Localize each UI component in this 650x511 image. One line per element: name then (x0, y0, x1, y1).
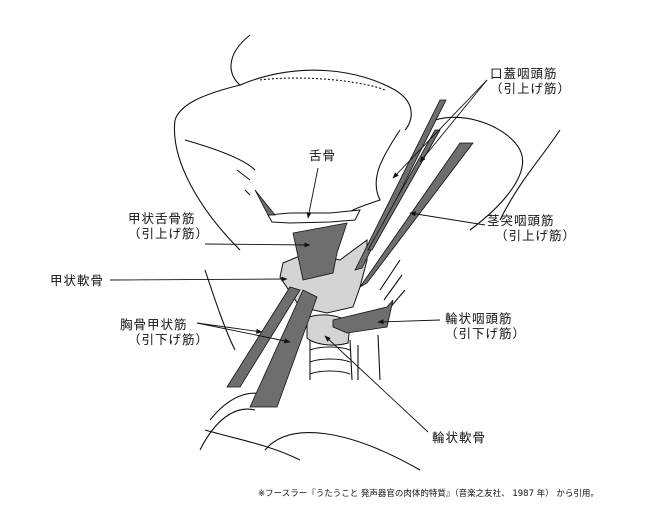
sternothyroid-muscle-2 (249, 289, 318, 408)
label-name: 口蓋咽頭筋 (490, 66, 558, 81)
muscle-slip (254, 189, 276, 216)
label-role: （引上げ筋） (495, 228, 577, 243)
label-thyroid-cartilage: 甲状軟骨 (50, 273, 105, 288)
leader-lines (109, 79, 488, 433)
label-hyoid: 舌骨 (309, 148, 337, 163)
label-name: 胸骨甲状筋 (120, 317, 188, 332)
label-sternothyroid: 胸骨甲状筋 （引下げ筋） (120, 317, 209, 347)
thyrohyoid-muscle (292, 222, 348, 281)
label-role: （引上げ筋） (490, 81, 572, 96)
label-cricoid-cartilage: 輪状軟骨 (432, 430, 487, 445)
stylopharyngeus-muscle (359, 142, 474, 288)
label-name: 輪状咽頭筋 (445, 311, 513, 326)
label-palatopharyngeus: 口蓋咽頭筋 （引上げ筋） (490, 66, 571, 96)
citation: ※フースラー『うたうこと 発声器官の肉体的特質』（音楽之友社、 1987 年） … (258, 489, 599, 499)
label-stylopharyngeus: 茎突咽頭筋 （引上げ筋） (487, 213, 576, 243)
label-role: （引下げ筋） (128, 332, 210, 347)
hyoid-bone (267, 209, 361, 224)
label-thyrohyoid: 甲状舌骨筋 （引上げ筋） (128, 211, 209, 241)
label-name: 茎突咽頭筋 (487, 213, 555, 228)
label-role: （引上げ筋） (128, 226, 210, 241)
label-role: （引下げ筋） (445, 326, 527, 341)
label-name: 甲状舌骨筋 (128, 211, 196, 226)
cricopharyngeus-muscle (332, 299, 394, 334)
label-cricopharyngeus: 輪状咽頭筋 （引下げ筋） (445, 311, 526, 341)
palatopharyngeus-muscle-1 (354, 99, 447, 271)
